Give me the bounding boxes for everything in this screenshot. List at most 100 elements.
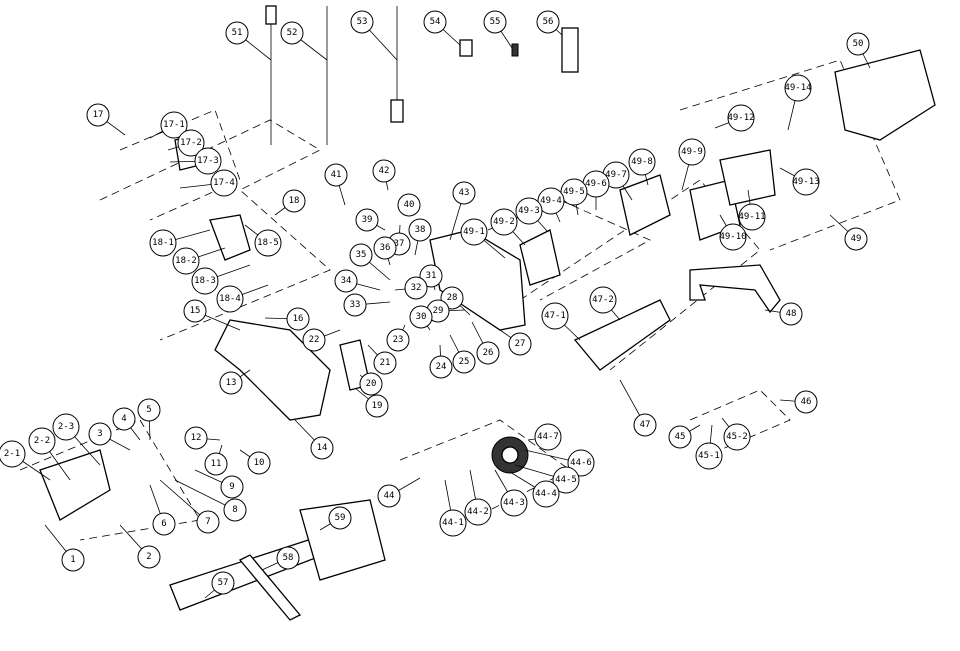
callout-number: 5: [146, 405, 151, 415]
callout-number: 23: [393, 335, 404, 345]
callout-number: 2-3: [58, 422, 74, 432]
callout-circle: [191, 267, 219, 295]
callout-number: 22: [309, 335, 320, 345]
callout-number: 41: [331, 170, 342, 180]
callout-number: 31: [426, 271, 437, 281]
callout-circle: [490, 208, 518, 236]
callout-circle: [247, 451, 271, 475]
callout-1: 1: [44, 524, 85, 572]
callout-50: 50: [846, 32, 871, 69]
callout-27: 27: [499, 329, 532, 356]
callout-34: 34: [334, 269, 381, 293]
callout-49-9: 49-9: [678, 138, 706, 191]
callout-44-5: 44-5: [514, 464, 580, 494]
callout-35: 35: [349, 243, 391, 281]
callout-number: 49-8: [631, 157, 653, 167]
callout-number: 30: [416, 312, 427, 322]
callout-number: 2-1: [4, 449, 20, 459]
callout-number: 45-1: [698, 451, 720, 461]
callout-53: 53: [350, 10, 398, 61]
callout-15: 15: [183, 299, 241, 331]
callout-circle: [350, 10, 374, 34]
callout-49-8: 49-8: [628, 148, 656, 186]
callout-number: 17-2: [180, 138, 202, 148]
callout-number: 49-12: [727, 113, 754, 123]
callout-49-10: 49-10: [719, 214, 747, 251]
bar-cover-part-59: [299, 499, 386, 581]
handle-part-47-2: [573, 299, 671, 371]
part-55: [511, 43, 519, 57]
callout-36: 36: [373, 236, 397, 266]
callout-number: 49-13: [792, 177, 819, 187]
fan-housing-part-49-2: [519, 229, 561, 286]
callout-circle: [373, 351, 397, 375]
callout-number: 7: [205, 517, 210, 527]
callout-number: 17-1: [163, 120, 185, 130]
housing-part-15: [214, 319, 331, 421]
callout-18-3: 18-3: [191, 264, 251, 295]
callout-number: 52: [287, 28, 298, 38]
callout-26: 26: [471, 321, 500, 365]
callout-number: 4: [121, 414, 126, 424]
callout-number: 51: [232, 28, 243, 38]
callout-number: 16: [293, 314, 304, 324]
callout-11: 11: [204, 444, 228, 476]
callout-44-7: 44-7: [527, 423, 562, 451]
callout-circle: [372, 159, 396, 183]
callout-40: 40: [397, 193, 421, 217]
callout-number: 49-10: [719, 232, 746, 242]
callout-circle: [794, 390, 818, 414]
callout-number: 18-4: [219, 294, 241, 304]
callout-circle: [194, 147, 222, 175]
callout-number: 33: [350, 300, 361, 310]
callout-number: 26: [483, 348, 494, 358]
callout-number: 37: [394, 239, 405, 249]
callout-51: 51: [225, 21, 272, 61]
callout-circle: [483, 10, 507, 34]
callout-number: 44-6: [570, 458, 592, 468]
callout-circle: [172, 247, 200, 275]
callout-49-13: 49-13: [779, 167, 820, 196]
callout-circle: [254, 229, 282, 257]
callout-3: 3: [88, 422, 131, 451]
callout-circle: [61, 548, 85, 572]
callout-circle: [439, 509, 467, 537]
callout-25: 25: [449, 334, 476, 374]
callout-number: 47-1: [544, 311, 566, 321]
callout-circle: [452, 181, 476, 205]
callout-circle: [541, 302, 569, 330]
callout-49-2: 49-2: [490, 208, 526, 246]
callout-circle: [784, 74, 812, 102]
callout-circle: [719, 223, 747, 251]
callout-number: 49-5: [563, 187, 585, 197]
callout-number: 2-2: [34, 436, 50, 446]
callout-18-4: 18-4: [216, 284, 269, 313]
callout-circle: [286, 307, 310, 331]
callout-circle: [216, 285, 244, 313]
callout-45-1: 45-1: [695, 424, 723, 470]
callout-number: 40: [404, 200, 415, 210]
callout-number: 18-3: [194, 276, 216, 286]
callout-48: 48: [764, 302, 803, 326]
callout-circle: [723, 423, 751, 451]
callout-33: 33: [343, 293, 391, 317]
callout-number: 44-5: [555, 475, 577, 485]
callout-49-1: 49-1: [460, 218, 506, 259]
callout-44-1: 44-1: [439, 479, 467, 537]
callout-number: 18-2: [175, 256, 197, 266]
callout-49-3: 49-3: [515, 197, 549, 233]
callout-47: 47: [619, 379, 657, 437]
callout-6: 6: [149, 484, 176, 536]
callout-circle: [137, 545, 161, 569]
callout-59: 59: [319, 506, 352, 531]
callout-number: 19: [372, 401, 383, 411]
callout-number: 45-2: [726, 432, 748, 442]
callout-circle: [429, 355, 453, 379]
callout-number: 44: [384, 491, 395, 501]
callout-49: 49: [829, 214, 868, 251]
callout-circle: [536, 10, 560, 34]
callout-number: 32: [411, 283, 422, 293]
callout-circle: [223, 498, 247, 522]
callout-2-1: 2-1: [0, 440, 51, 481]
